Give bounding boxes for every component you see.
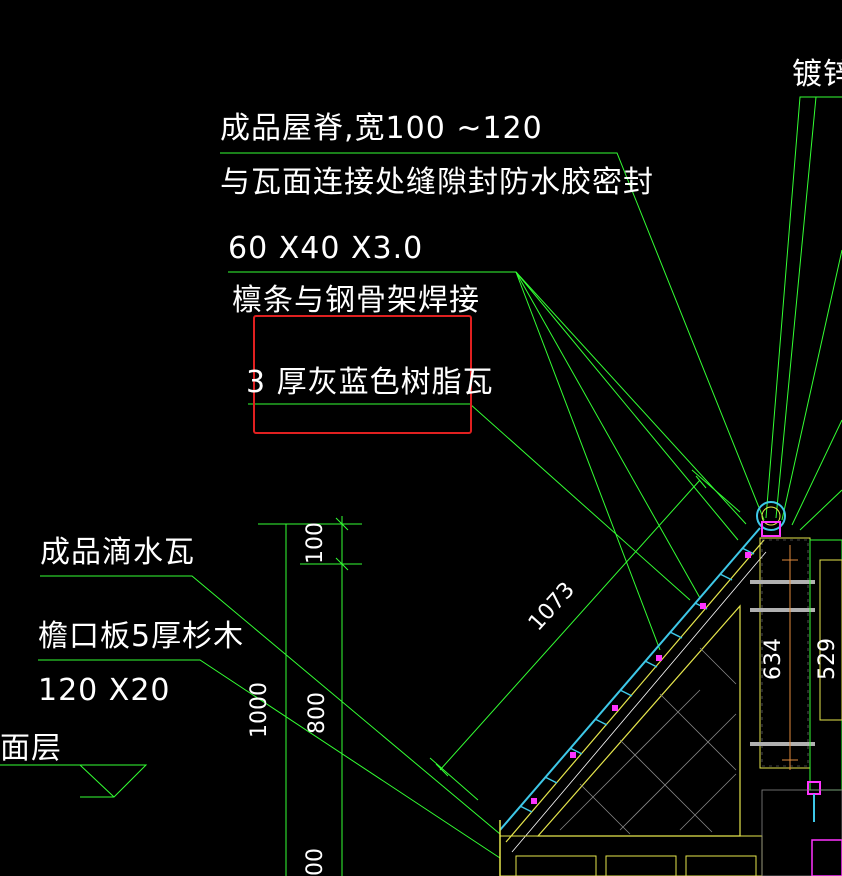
leader-galvanized-5 [799,489,842,531]
dim-00: 00 [303,848,328,876]
dim-800: 800 [305,692,330,734]
leader-eave [38,659,501,859]
label-resin-tile: 3 厚灰蓝色树脂瓦 [246,365,494,400]
leader-ridge [220,152,765,521]
highlight-box [253,315,472,434]
dimension-lines [258,469,741,876]
leader-purlin-2 [515,271,701,599]
label-drip-tile: 成品滴水瓦 [40,535,195,570]
dim-100: 100 [303,522,328,564]
label-galvanized: 镀锌 [792,57,842,92]
label-purlin-weld: 檩条与钢骨架焊接 [232,283,480,318]
dim-634: 634 [761,638,786,680]
label-purlin-size: 60 X40 X3.0 [228,231,423,266]
label-eave-board: 檐口板5厚杉木 [38,619,244,654]
leader-galvanized-3 [781,249,842,521]
leader-purlin-4 [515,271,739,541]
label-surface-layer: 面层 [0,731,62,766]
label-ridge-line1: 成品屋脊,宽100 ~120 [220,111,543,146]
leader-surface [0,764,148,798]
leader-drip-tile [40,575,501,835]
label-eave-size: 120 X20 [38,673,171,708]
leader-purlin-3 [515,271,661,651]
leader-galvanized-2 [775,96,817,519]
label-ridge-line2: 与瓦面连接处缝隙封防水胶密封 [220,165,654,200]
dim-1000: 1000 [247,682,272,738]
leader-galvanized-4 [791,419,842,526]
roof-structure [499,501,842,876]
dim-529: 529 [815,638,840,680]
leader-galvanized [765,96,842,519]
leader-surface-tri [79,764,115,798]
